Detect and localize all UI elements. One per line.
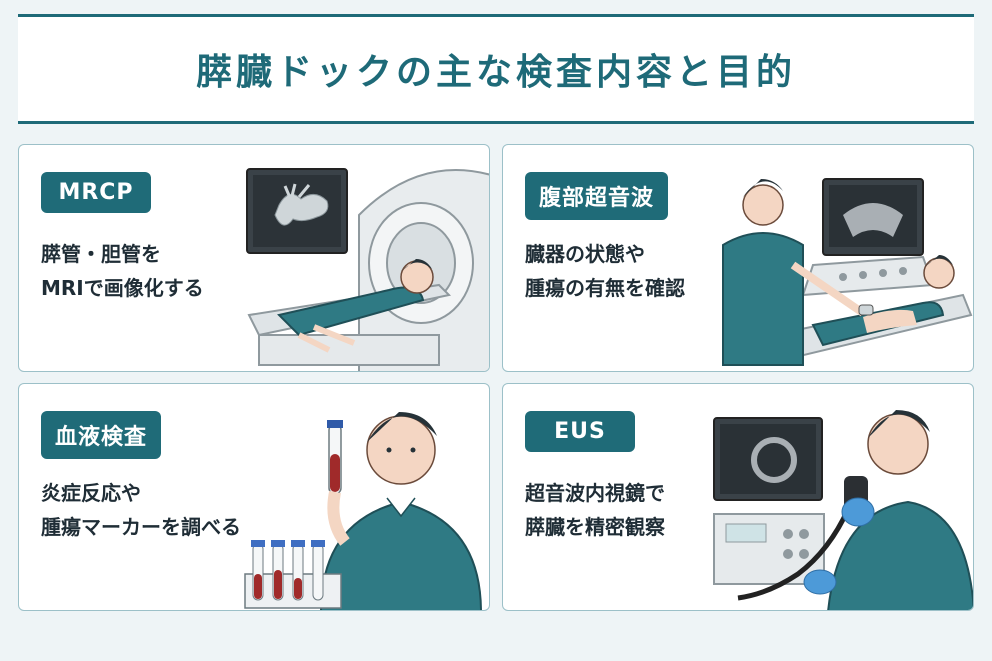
title-banner: 膵臓ドックの主な検査内容と目的 (18, 14, 974, 124)
desc-line: 膵臓を精密観察 (525, 515, 665, 539)
card-eus: EUS 超音波内視鏡で 膵臓を精密観察 (502, 383, 974, 611)
ultrasound-illustration (722, 178, 973, 366)
card-description: 超音波内視鏡で 膵臓を精密観察 (525, 476, 665, 544)
card-description: 炎症反応や 腫瘍マーカーを調べる (41, 476, 241, 544)
endoscopic-ultrasound-illustration (713, 410, 973, 610)
card-description: 膵管・胆管を MRIで画像化する (41, 237, 204, 305)
card-badge: MRCP (41, 172, 151, 213)
card-description: 臓器の状態や 腫瘍の有無を確認 (525, 237, 685, 305)
blood-test-illustration (244, 412, 482, 610)
desc-line: 炎症反応や (41, 481, 141, 505)
page-title: 膵臓ドックの主な検査内容と目的 (195, 52, 796, 93)
card-blood-test: 血液検査 炎症反応や 腫瘍マーカーを調べる (18, 383, 490, 611)
mri-scanner-illustration (246, 168, 489, 371)
card-badge: 腹部超音波 (525, 172, 669, 220)
desc-line: 腫瘍マーカーを調べる (41, 515, 241, 539)
card-badge: EUS (525, 411, 635, 452)
desc-line: 腫瘍の有無を確認 (525, 276, 685, 300)
desc-line: 臓器の状態や (525, 242, 645, 266)
card-badge: 血液検査 (41, 411, 162, 459)
desc-line: 膵管・胆管を (41, 242, 161, 266)
desc-line: MRIで画像化する (41, 276, 204, 300)
card-abdominal-ultrasound: 腹部超音波 臓器の状態や 腫瘍の有無を確認 (502, 144, 974, 372)
desc-line: 超音波内視鏡で (525, 481, 665, 505)
card-mrcp: MRCP 膵管・胆管を MRIで画像化する (18, 144, 490, 372)
